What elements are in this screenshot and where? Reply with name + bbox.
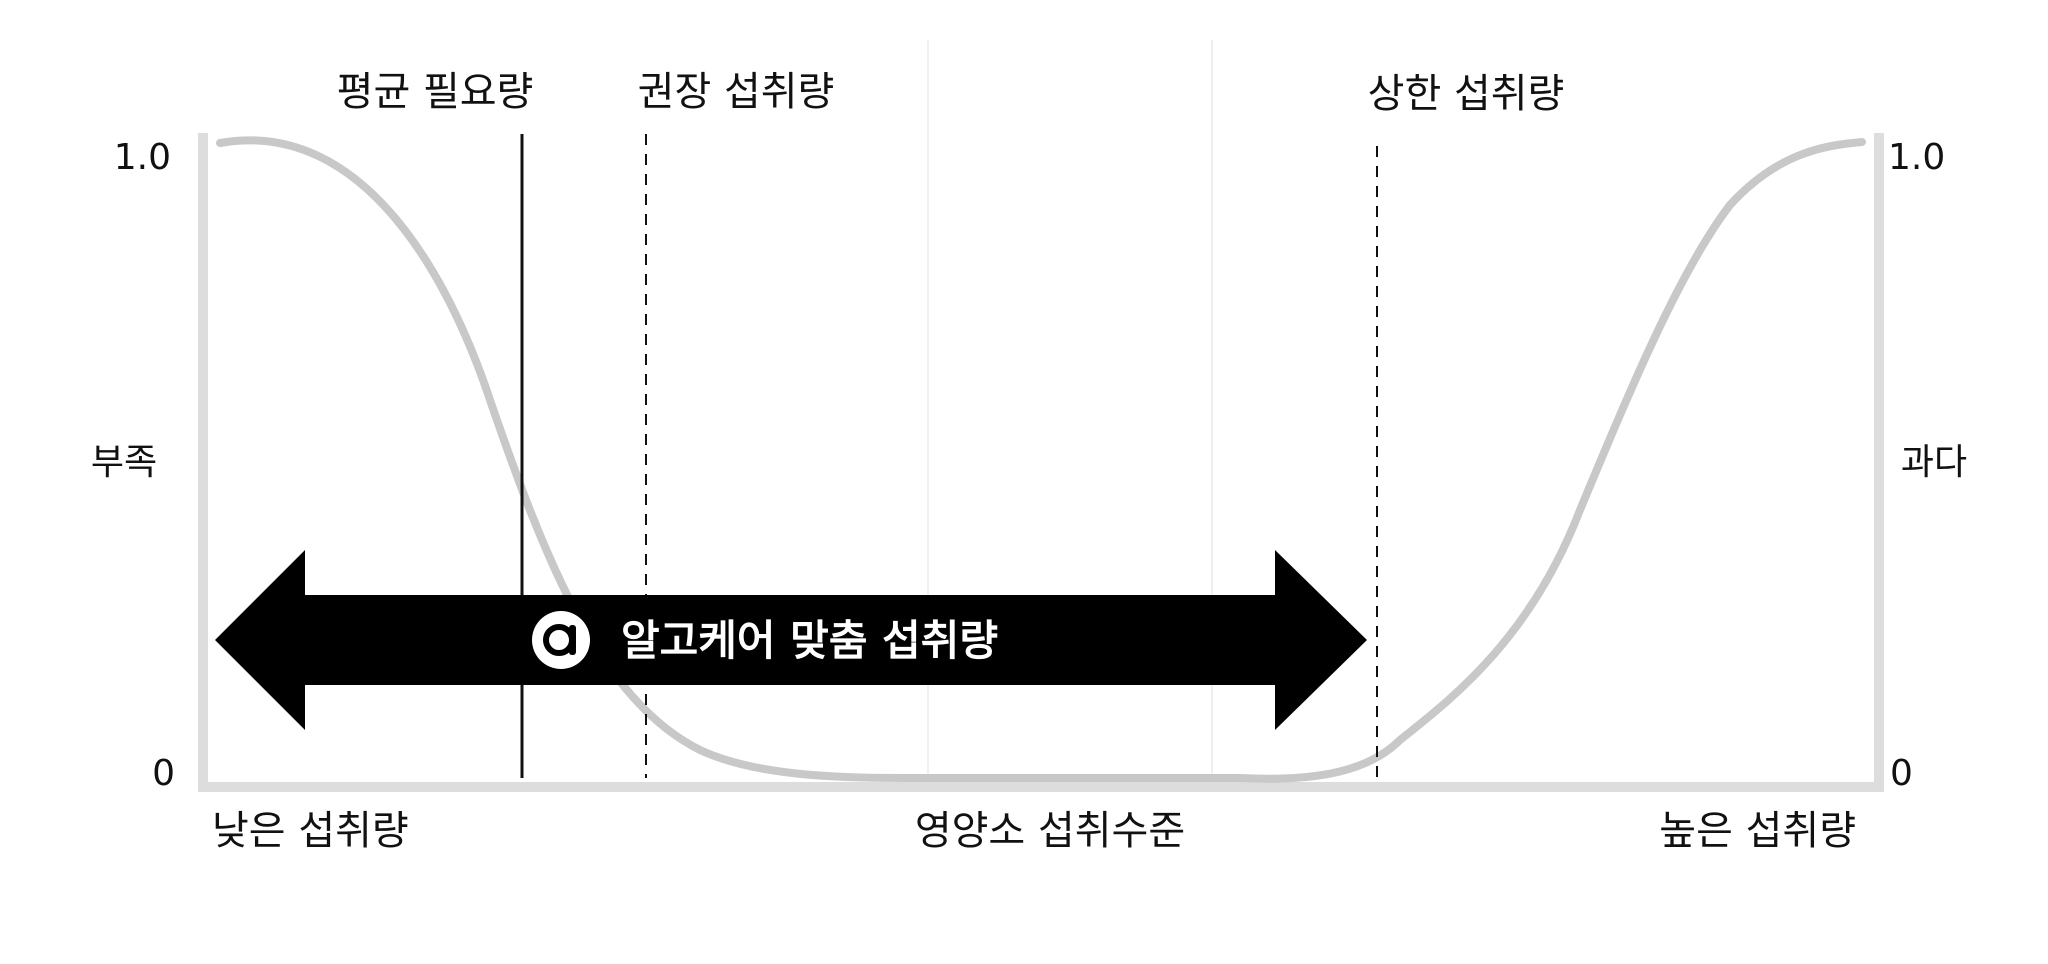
ul-label: 상한 섭취량 [1368, 71, 1565, 117]
intake-level-label: 영양소 섭취수준 [915, 808, 1185, 854]
deficiency-label: 부족 [91, 442, 157, 483]
low-intake-label: 낮은 섭취량 [212, 808, 409, 854]
high-intake-label: 높은 섭취량 [1659, 808, 1856, 854]
left-bottom-tick: 0 [152, 753, 175, 794]
risk-curve [216, 136, 1866, 783]
left-top-tick: 1.0 [114, 137, 171, 178]
right-bottom-tick: 0 [1890, 753, 1913, 794]
right-top-tick: 1.0 [1888, 137, 1945, 178]
rni-label: 권장 섭취량 [638, 69, 835, 115]
personalized-intake-arrow: 알고케어 맞춤 섭취량 [215, 550, 1367, 730]
double-arrow-shape [215, 550, 1367, 730]
personalized-intake-label: 알고케어 맞춤 섭취량 [621, 616, 998, 665]
excess-label: 과다 [1901, 442, 1967, 483]
algocare-logo-icon [532, 611, 590, 669]
ear-label: 평균 필요량 [337, 69, 534, 115]
axis-frame [198, 133, 1884, 792]
